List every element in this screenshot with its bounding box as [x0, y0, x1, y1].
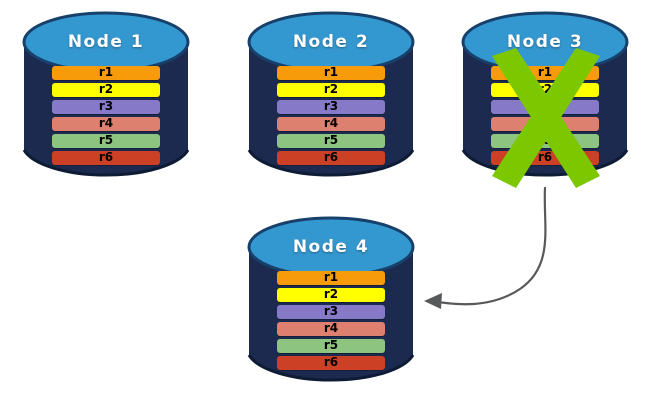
row-bar-r1[interactable]: r1 — [277, 66, 385, 80]
row-bar-r6[interactable]: r6 — [277, 356, 385, 370]
row-bar-r1[interactable]: r1 — [277, 271, 385, 285]
row-bar-r6[interactable]: r6 — [52, 151, 160, 165]
row-bar-r4[interactable]: r4 — [277, 117, 385, 131]
row-bar-r3[interactable]: r3 — [277, 100, 385, 114]
row-bar-r2[interactable]: r2 — [52, 83, 160, 97]
row-bar-r5[interactable]: r5 — [52, 134, 160, 148]
row-bar-r1[interactable]: r1 — [491, 66, 599, 80]
row-bar-r2[interactable]: r2 — [277, 83, 385, 97]
row-bar-r5[interactable]: r5 — [491, 134, 599, 148]
row-bar-r4[interactable]: r4 — [277, 322, 385, 336]
row-bar-r2[interactable]: r2 — [277, 288, 385, 302]
node-3-rows: r1 r2 r3 r4 r5 r6 — [491, 66, 599, 165]
row-bar-r1[interactable]: r1 — [52, 66, 160, 80]
row-bar-r3[interactable]: r3 — [491, 100, 599, 114]
row-bar-r3[interactable]: r3 — [277, 305, 385, 319]
row-bar-r4[interactable]: r4 — [491, 117, 599, 131]
row-bar-r3[interactable]: r3 — [52, 100, 160, 114]
row-bar-r2[interactable]: r2 — [491, 83, 599, 97]
row-bar-r6[interactable]: r6 — [277, 151, 385, 165]
node-4-rows: r1 r2 r3 r4 r5 r6 — [277, 271, 385, 370]
row-bar-r5[interactable]: r5 — [277, 339, 385, 353]
node-1-rows: r1 r2 r3 r4 r5 r6 — [52, 66, 160, 165]
row-bar-r4[interactable]: r4 — [52, 117, 160, 131]
row-bar-r5[interactable]: r5 — [277, 134, 385, 148]
node-2-rows: r1 r2 r3 r4 r5 r6 — [277, 66, 385, 165]
row-bar-r6[interactable]: r6 — [491, 151, 599, 165]
